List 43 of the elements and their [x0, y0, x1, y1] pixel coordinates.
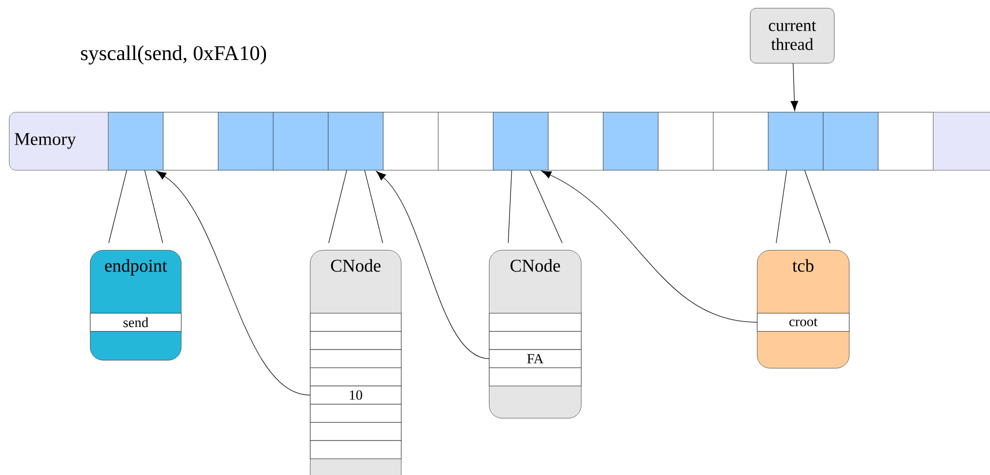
pointer-arrow	[541, 170, 758, 323]
memory-cell	[603, 112, 658, 170]
field-row	[310, 368, 402, 386]
memory-cell	[383, 112, 438, 170]
connector-line	[144, 170, 164, 244]
pointer-arrow	[156, 170, 310, 396]
field-row: send	[90, 313, 182, 332]
field-row	[310, 331, 402, 350]
field-row	[310, 349, 402, 368]
connector-line	[776, 170, 787, 244]
field-row	[310, 422, 402, 441]
field-row: 10	[310, 386, 402, 404]
memory-cell	[713, 112, 768, 170]
memory-cell	[108, 112, 164, 170]
arrow	[790, 63, 798, 112]
pointer-arrow	[376, 170, 490, 359]
field-row	[310, 404, 402, 423]
field-row	[489, 368, 582, 386]
memory-cell	[548, 112, 604, 170]
field-row	[489, 313, 582, 332]
connector-line	[328, 170, 347, 244]
field-row: FA	[489, 349, 582, 368]
field-row	[489, 331, 582, 350]
connector-line	[529, 170, 562, 244]
connector-line	[804, 170, 830, 244]
connector-line	[108, 170, 127, 244]
memory-cell	[328, 112, 384, 170]
memory-cell	[218, 112, 274, 170]
connector-line	[508, 170, 512, 244]
memory-cell	[823, 112, 878, 170]
connector-line	[364, 170, 383, 244]
call-text: syscall(send, 0xFA10)	[81, 45, 266, 64]
memory-cell	[163, 112, 218, 170]
memory-cell	[878, 112, 934, 170]
memory-cell	[438, 112, 494, 170]
memory-cell	[658, 112, 714, 170]
field-row	[310, 313, 402, 332]
field-row: croot	[757, 313, 850, 332]
memory-cell	[493, 112, 548, 170]
memory-cell	[768, 112, 824, 170]
memory-cell	[273, 112, 328, 170]
field-row	[310, 440, 402, 459]
callout-box: current thread	[750, 8, 834, 64]
